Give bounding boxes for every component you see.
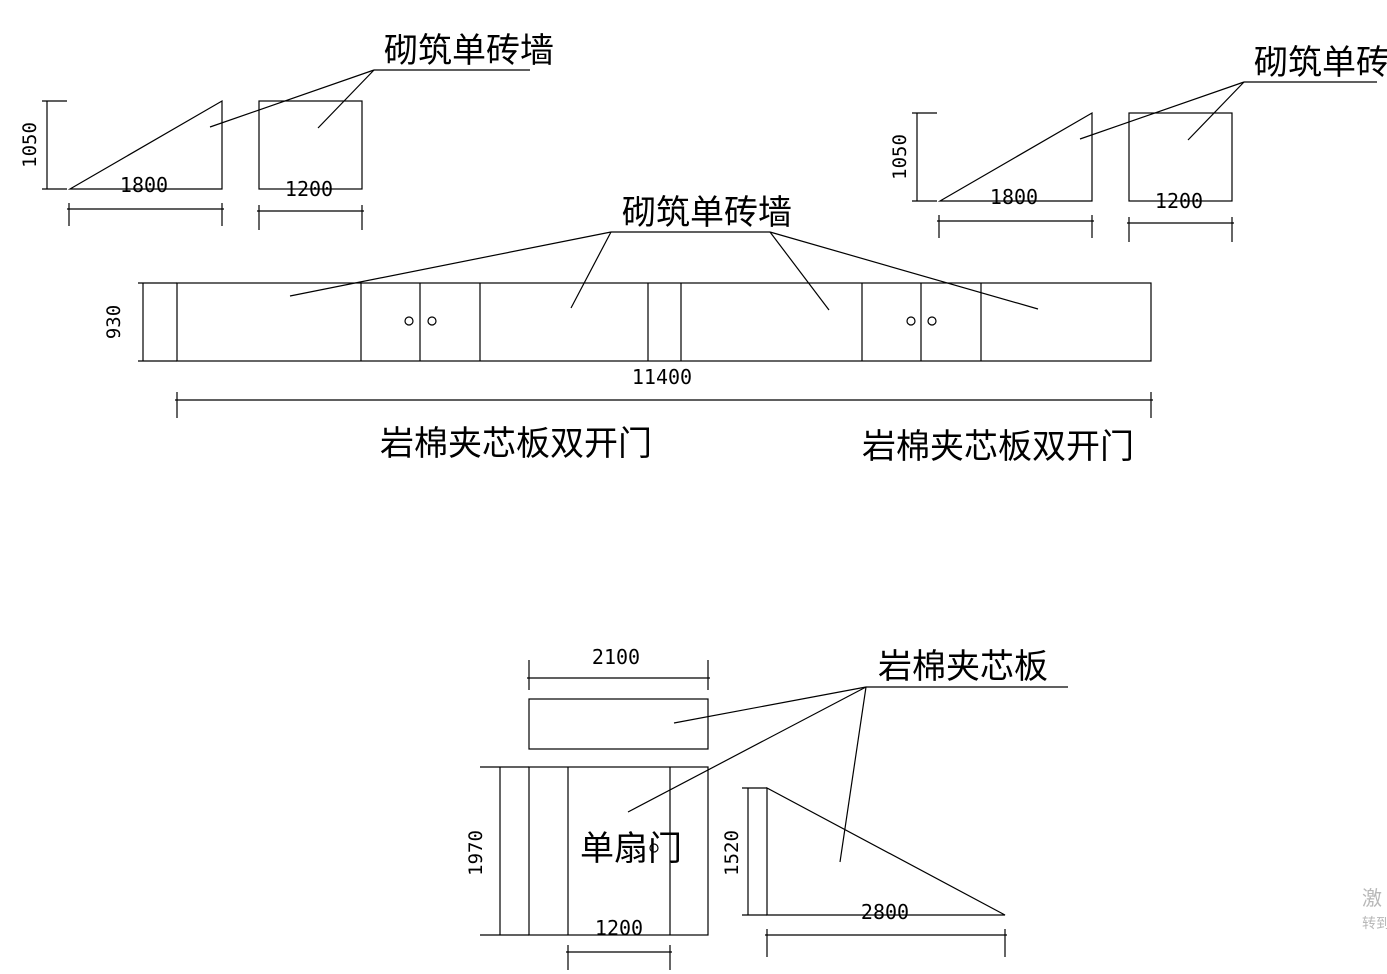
leader-line: [317, 69, 375, 129]
door-handle-icon: [927, 316, 937, 326]
gable-triangle-left: [67, 99, 223, 190]
leader-line: [769, 231, 1039, 310]
door-handle-icon: [906, 316, 916, 326]
side-gable-triangle: [766, 786, 1006, 916]
brick-wall-label: 砌筑单砖墙: [622, 193, 792, 233]
dim-height-label: 1050: [889, 134, 911, 180]
dim-height-label: 1050: [19, 122, 41, 168]
brick-wall-label: 砌筑单砖墙: [384, 31, 554, 71]
dim-width-label: 1800: [120, 173, 168, 197]
dim-height-label: 1970: [465, 830, 487, 876]
door-handle-icon: [404, 316, 414, 326]
dim-width-label: 1800: [990, 185, 1038, 209]
watermark-text: 转到: [1362, 916, 1387, 932]
leader-line: [289, 231, 612, 297]
leader-line: [209, 69, 375, 128]
single-door-label: 单扇门: [580, 829, 682, 869]
wall-panel-right: [1128, 112, 1233, 202]
leader-line: [570, 231, 612, 309]
door-handle-icon: [427, 316, 437, 326]
leader-line: [1187, 81, 1245, 141]
dim-width-label: 1200: [1155, 189, 1203, 213]
double-door-label: 岩棉夹芯板双开门: [380, 424, 652, 464]
detail-top-left: 砌筑单砖墙 1050 1800 1200: [19, 31, 554, 230]
watermark: 激 转到: [1362, 886, 1387, 932]
leader-line: [1079, 81, 1245, 140]
elevation-outline: [176, 282, 1152, 362]
leader-line: [673, 686, 867, 724]
detail-bottom: 2100 单扇门 1970 1200 1520 2800: [465, 645, 1068, 970]
panel-top: [528, 698, 709, 750]
dim-width-label: 1200: [595, 916, 643, 940]
leader-line: [769, 231, 830, 311]
leader-line: [627, 686, 867, 813]
dim-height-label: 1520: [721, 830, 743, 876]
dim-width-label: 1200: [285, 177, 333, 201]
dim-total-width-label: 11400: [632, 365, 692, 389]
dim-width-label: 2800: [861, 900, 909, 924]
sandwich-panel-label: 岩棉夹芯板: [878, 647, 1048, 687]
door-handle-icon: [649, 843, 659, 853]
brick-wall-label: 砌筑单砖墙: [1254, 43, 1387, 83]
detail-top-right: 砌筑单砖墙 1050 1800 1200: [889, 43, 1387, 242]
gable-triangle-right: [937, 111, 1093, 202]
door-frame: [528, 766, 709, 936]
main-elevation: 砌筑单砖墙 930 11400 岩棉夹芯板双开门 岩棉夹芯板双开门: [103, 193, 1153, 467]
leader-line: [839, 686, 867, 863]
double-door-label: 岩棉夹芯板双开门: [862, 427, 1134, 467]
wall-panel-left: [258, 100, 363, 190]
dim-width-label: 2100: [592, 645, 640, 669]
dim-height-label: 930: [103, 305, 125, 339]
watermark-text: 激: [1362, 886, 1382, 910]
